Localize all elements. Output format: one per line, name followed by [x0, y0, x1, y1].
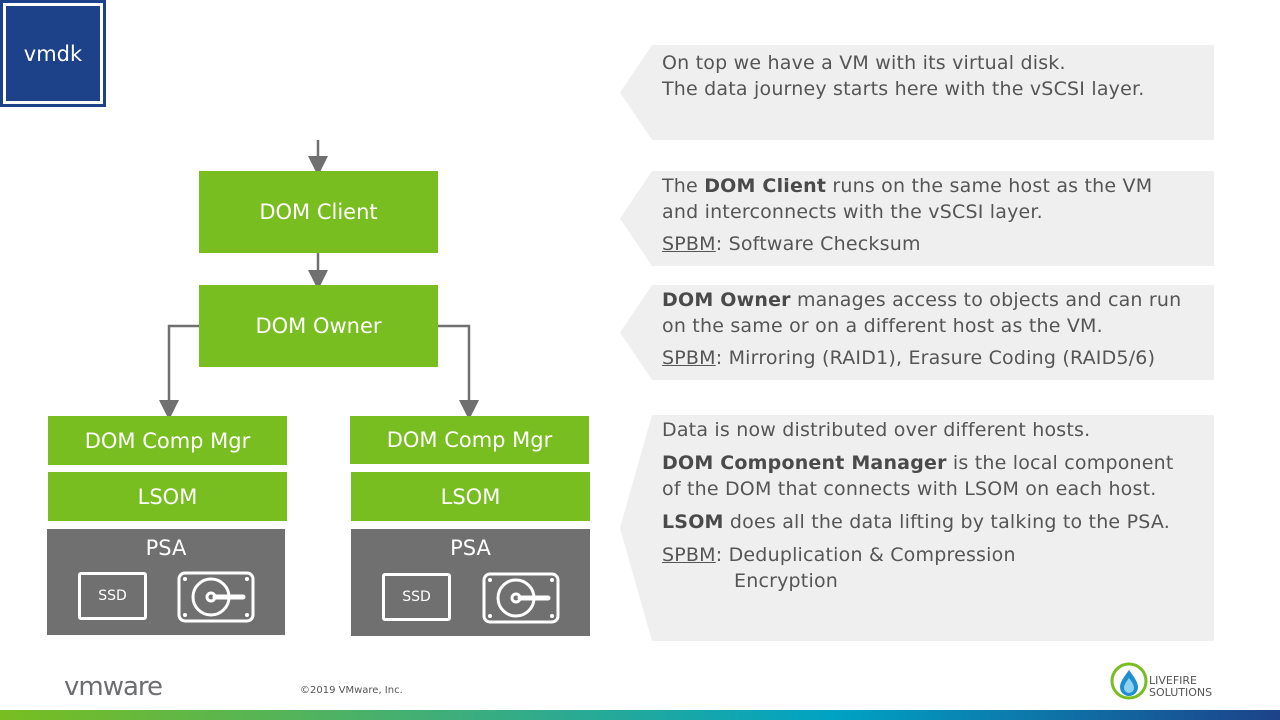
p4-spbm-text2: Encryption	[734, 570, 839, 592]
dom-owner-box: DOM Owner	[199, 285, 438, 367]
ssd-icon: SSD	[382, 573, 451, 621]
p3-spbm-text: : Mirroring (RAID1), Erasure Coding (RAI…	[715, 347, 1156, 369]
p4-line1: Data is now distributed over different h…	[662, 419, 1091, 441]
p4-line3: of the DOM that connects with LSOM on ea…	[662, 478, 1157, 500]
p4-post2: does all the data lifting by talking to …	[723, 511, 1170, 533]
psa-right: PSA SSD	[351, 529, 590, 636]
panel-comp-mgr	[620, 415, 1214, 641]
panel-vmdk-line2: The data journey starts here with the vS…	[662, 78, 1145, 100]
p2-bold: DOM Client	[704, 175, 827, 197]
vmdk-box: vmdk	[0, 0, 106, 107]
psa-left: PSA SSD	[47, 529, 285, 635]
p2-spbm-text: : Software Checksum	[715, 233, 921, 255]
copyright: ©2019 VMware, Inc.	[300, 685, 403, 696]
livefire-logo-icon	[1110, 662, 1148, 700]
arrow-owner-to-right	[438, 324, 479, 420]
p3-spbm: SPBM	[662, 347, 716, 369]
arrow-owner-to-left	[159, 324, 199, 420]
panel-vmdk-text: On top we have a VM with its virtual dis…	[662, 50, 1145, 102]
p4-post1: is the local component	[946, 452, 1174, 474]
p3-post: manages access to objects and can run	[790, 289, 1182, 311]
ssd-label: SSD	[402, 589, 431, 605]
p4-bold1: DOM Component Manager	[662, 452, 947, 474]
dom-client-box: DOM Client	[199, 171, 438, 253]
panel-comp-mgr-text: Data is now distributed over different h…	[662, 417, 1174, 594]
livefire-line2: SOLUTIONS	[1149, 686, 1213, 699]
lsom-left: LSOM	[48, 472, 287, 521]
vmdk-label: vmdk	[6, 6, 100, 101]
panel-dom-client-text: The DOM Client runs on the same host as …	[662, 173, 1152, 257]
panel-dom-client	[620, 171, 1214, 266]
panel-vmdk	[620, 45, 1214, 140]
footer-gradient-bar	[0, 710, 1280, 720]
p2-pre: The	[662, 175, 705, 197]
p2-spbm: SPBM	[662, 233, 716, 255]
psa-left-label: PSA	[145, 536, 187, 560]
panel-vmdk-line1: On top we have a VM with its virtual dis…	[662, 52, 1066, 74]
dom-comp-mgr-left: DOM Comp Mgr	[48, 416, 287, 465]
hdd-icon	[482, 572, 560, 624]
livefire-logo-text: LIVEFIRE SOLUTIONS	[1149, 675, 1212, 699]
ssd-icon: SSD	[78, 572, 147, 620]
panel-dom-owner	[620, 285, 1214, 380]
p2-post: runs on the same host as the VM	[826, 175, 1153, 197]
dom-comp-mgr-right: DOM Comp Mgr	[350, 416, 589, 464]
livefire-line1: LIVEFIRE	[1149, 674, 1198, 687]
panel-dom-owner-text: DOM Owner manages access to objects and …	[662, 287, 1181, 371]
p2-line2: and interconnects with the vSCSI layer.	[662, 201, 1043, 223]
p4-spbm: SPBM	[662, 544, 716, 566]
p4-bold2: LSOM	[662, 511, 724, 533]
vmware-logo: vmware	[64, 672, 163, 702]
ssd-label: SSD	[98, 588, 127, 604]
p4-spbm-text: : Deduplication & Compression	[715, 544, 1016, 566]
psa-right-label: PSA	[450, 536, 491, 560]
hdd-icon	[177, 571, 255, 623]
lsom-right: LSOM	[351, 472, 590, 521]
p3-line2: on the same or on a different host as th…	[662, 315, 1103, 337]
p3-bold: DOM Owner	[662, 289, 791, 311]
